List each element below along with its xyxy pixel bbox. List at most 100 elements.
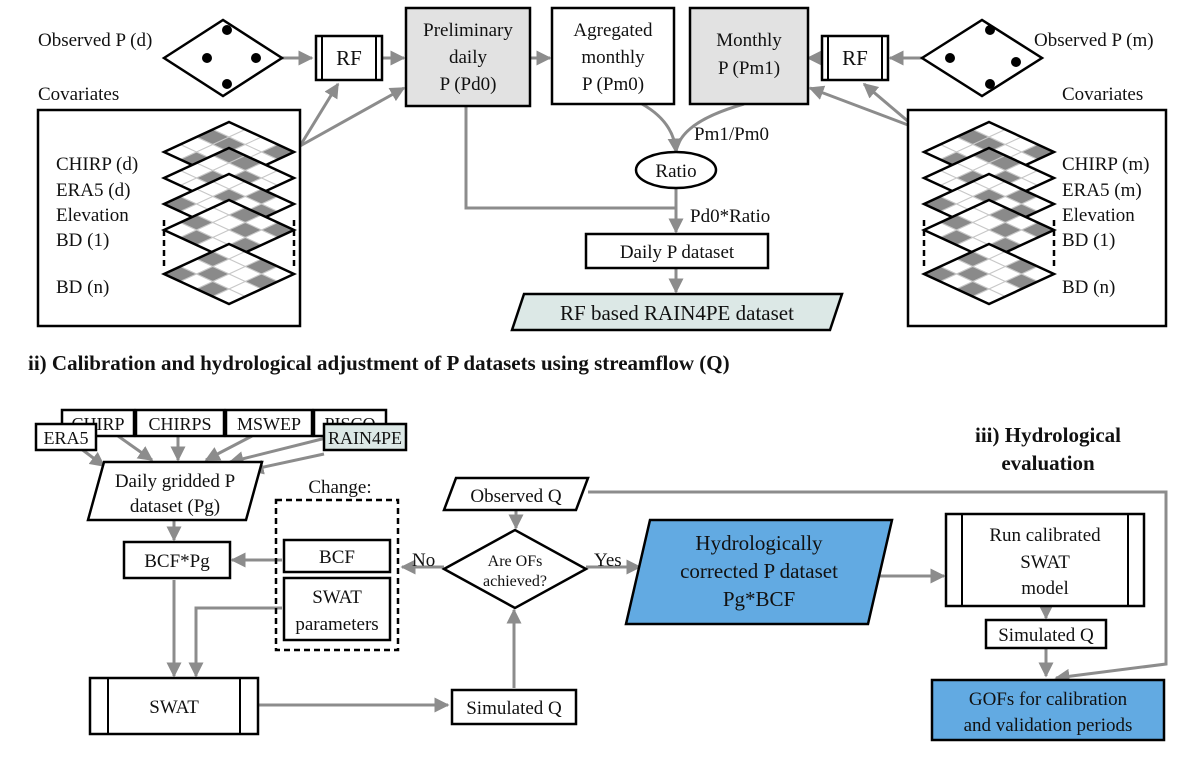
svg-text:Simulated Q: Simulated Q: [998, 625, 1094, 646]
rf-rain4pe-dataset: RF based RAIN4PE dataset: [510, 292, 844, 332]
layer-right-5: BD (n): [1062, 277, 1115, 298]
arrow-monthly-to-ratio: [674, 102, 745, 153]
run-calibrated-swat-box: Run calibrated SWAT model: [944, 512, 1146, 608]
arrow-chirp-to-gridded: [117, 434, 154, 462]
svg-text:Pg*BCF: Pg*BCF: [723, 587, 795, 611]
arrow-params-to-swat: [188, 606, 282, 678]
svg-text:Are OFs: Are OFs: [488, 553, 543, 570]
product-mswep: MSWEP: [224, 408, 314, 438]
part2-calibration: ii) Calibration and hydrological adjustm…: [28, 351, 894, 736]
svg-text:achieved?: achieved?: [483, 573, 547, 590]
product-rain4pe: RAIN4PE: [322, 422, 408, 452]
svg-text:corrected P dataset: corrected P dataset: [680, 559, 838, 583]
ratio-label: Ratio: [655, 161, 696, 182]
layer-left-2: ERA5 (d): [56, 180, 130, 201]
bcf-pg-box: BCF*Pg: [122, 540, 232, 580]
observed-q-box: Observed Q: [442, 476, 590, 512]
svg-text:RAIN4PE: RAIN4PE: [328, 428, 402, 448]
change-dashed-box: [274, 498, 400, 652]
change-label: Change:: [308, 477, 371, 498]
part3-heading-line-1: iii) Hydrological: [975, 423, 1121, 447]
arrow-cov-to-rf: [298, 82, 340, 147]
preliminary-line-2: daily: [449, 47, 487, 68]
product-era5: ERA5: [34, 422, 98, 452]
rf-rain4pe-label: RF based RAIN4PE dataset: [560, 301, 794, 325]
station-diamond-right: [919, 18, 1045, 98]
svg-text:parameters: parameters: [295, 614, 378, 635]
station-diamond-left: [161, 18, 285, 98]
layer-left-4: BD (1): [56, 230, 109, 251]
gofs-box: GOFs for calibration and validation peri…: [930, 678, 1166, 742]
layer-right-1: CHIRP (m): [1062, 154, 1149, 175]
arrow-mswep-to-gridded: [204, 434, 253, 462]
svg-text:MSWEP: MSWEP: [237, 414, 301, 434]
swat-box: SWAT: [88, 676, 260, 736]
rf-box-left: RF: [314, 34, 384, 82]
decision-diamond: Are OFs achieved?: [441, 528, 589, 610]
yes-label: Yes: [594, 550, 622, 571]
svg-text:Run calibrated: Run calibrated: [989, 525, 1101, 546]
layer-right-3: Elevation: [1062, 205, 1135, 226]
arrow-rain4pe-to-gridded: [248, 452, 325, 475]
preliminary-line-3: P (Pd0): [440, 74, 497, 95]
svg-text:SWAT: SWAT: [149, 697, 199, 718]
no-label: No: [412, 550, 435, 571]
arrow-aggr-to-ratio: [641, 102, 683, 154]
arrow-prelim-to-pd0: [464, 106, 676, 210]
monthly-line-1: Monthly: [716, 30, 782, 51]
ratio-ellipse: Ratio: [634, 150, 718, 190]
swat-parameters-box: SWAT parameters: [282, 576, 392, 642]
layer-right-2: ERA5 (m): [1062, 180, 1142, 201]
daily-p-dataset-box: Daily P dataset: [584, 232, 770, 270]
pd0-ratio-label: Pd0*Ratio: [690, 206, 770, 227]
aggregated-monthly-box: Agregated monthly P (Pm0): [550, 6, 676, 106]
pm1-pm0-label: Pm1/Pm0: [694, 124, 769, 145]
layer-left-1: CHIRP (d): [56, 154, 138, 175]
rf-box-right: RF: [820, 34, 890, 82]
rf-label-right: RF: [842, 46, 868, 70]
layer-left-3: Elevation: [56, 205, 129, 226]
simulated-q-eval-box: Simulated Q: [984, 618, 1108, 650]
layer-left-5: BD (n): [56, 277, 109, 298]
rf-label-left: RF: [336, 46, 362, 70]
observed-p-daily-label: Observed P (d): [38, 30, 152, 51]
svg-text:BCF: BCF: [319, 547, 355, 568]
covariates-right-label: Covariates: [1062, 84, 1143, 105]
product-chirps: CHIRPS: [134, 408, 226, 438]
connector-arrows: [79, 50, 1168, 713]
arrow-obsq-to-gofs: [588, 490, 1168, 684]
bcf-box: BCF: [282, 538, 392, 574]
daily-p-dataset-label: Daily P dataset: [620, 242, 735, 263]
svg-text:and validation periods: and validation periods: [964, 715, 1133, 736]
part3-evaluation: iii) Hydrological evaluation Run calibra…: [930, 423, 1166, 742]
part1-rf-merging: Observed P (d) RF Covariates CHIRP (d) E…: [36, 6, 1168, 332]
svg-text:ERA5: ERA5: [44, 428, 89, 448]
arrow-pisco-to-gridded: [228, 434, 335, 467]
preliminary-daily-box: Preliminary daily P (Pd0): [404, 6, 532, 108]
svg-text:model: model: [1021, 578, 1069, 599]
svg-text:SWAT: SWAT: [1020, 552, 1070, 573]
layer-right-4: BD (1): [1062, 230, 1115, 251]
aggregated-line-1: Agregated: [573, 20, 653, 41]
svg-text:BCF*Pg: BCF*Pg: [144, 551, 210, 572]
svg-text:Observed Q: Observed Q: [470, 486, 562, 507]
svg-text:Daily gridded P: Daily gridded P: [115, 471, 235, 492]
covariate-stack-left: [161, 120, 297, 306]
corrected-p-dataset: Hydrologically corrected P dataset Pg*BC…: [624, 518, 894, 626]
simulated-q-box: Simulated Q: [450, 688, 578, 726]
aggregated-line-2: monthly: [581, 47, 645, 68]
svg-text:CHIRPS: CHIRPS: [148, 414, 211, 434]
daily-gridded-dataset: Daily gridded P dataset (Pg): [86, 460, 264, 522]
monthly-pm1-box: Monthly P (Pm1): [688, 6, 810, 106]
svg-text:SWAT: SWAT: [312, 587, 362, 608]
monthly-line-2: P (Pm1): [718, 58, 780, 79]
observed-p-monthly-label: Observed P (m): [1034, 30, 1154, 51]
preliminary-line-1: Preliminary: [423, 20, 513, 41]
svg-text:Simulated Q: Simulated Q: [466, 698, 562, 719]
covariates-left-label: Covariates: [38, 84, 119, 105]
aggregated-line-3: P (Pm0): [582, 74, 644, 95]
part2-heading: ii) Calibration and hydrological adjustm…: [28, 351, 730, 375]
svg-text:dataset (Pg): dataset (Pg): [130, 496, 220, 517]
